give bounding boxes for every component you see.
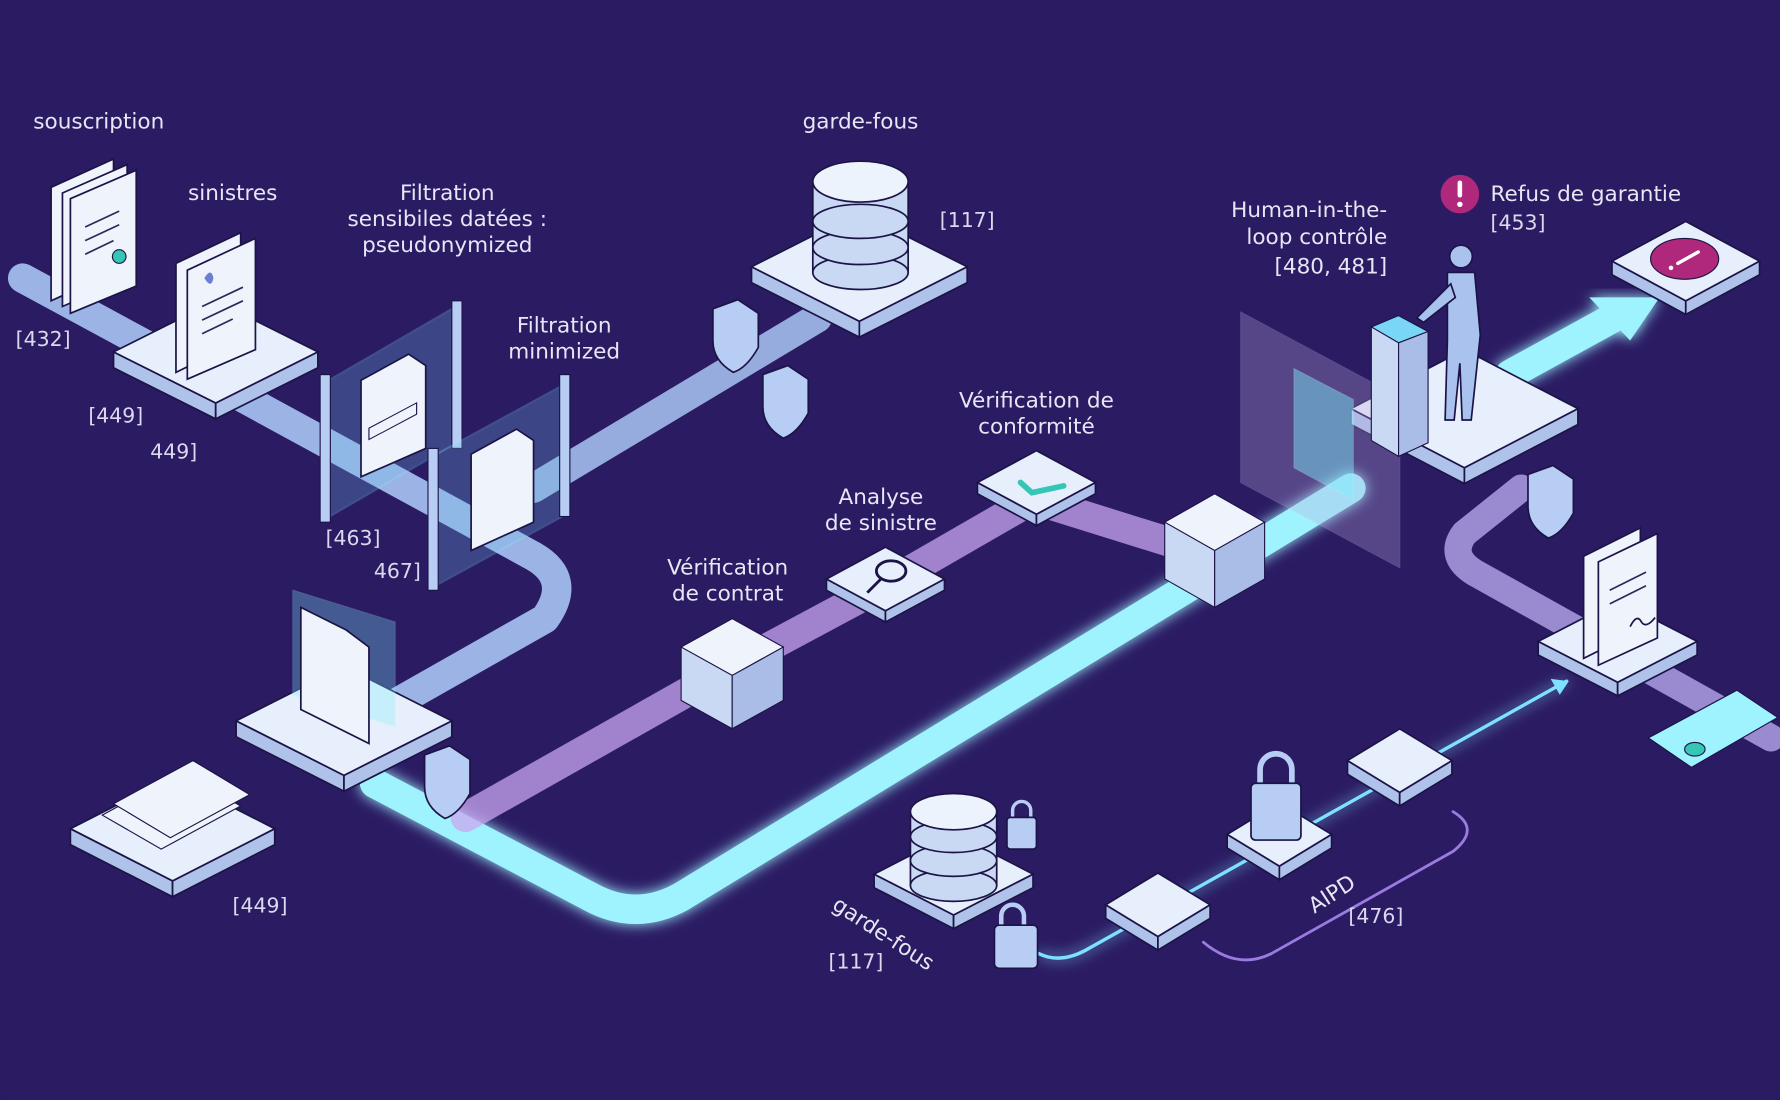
ref-117-top: [117]: [940, 208, 995, 232]
ref-117-bottom: [117]: [828, 949, 883, 973]
check-step-platform-face: [975, 449, 1098, 516]
document-stack-icon: [101, 759, 251, 850]
database-icon: [811, 160, 910, 291]
label-human-loop-1: Human-in-the-: [1231, 198, 1387, 223]
contract-cube-icon: [679, 618, 785, 730]
filter-gate-icon: [319, 300, 463, 523]
output-path: [1444, 474, 1780, 752]
label-contrat-2: de contrat: [672, 582, 783, 607]
search-icon: [866, 559, 908, 594]
shield-icon: [1527, 464, 1575, 540]
approved-document-icon: [1647, 689, 1779, 769]
ref-476: [476]: [1348, 904, 1403, 928]
security-line: [1037, 679, 1569, 960]
labels: souscription sinistres Filtration sensib…: [16, 109, 1681, 976]
label-refus: Refus de garantie: [1491, 182, 1682, 207]
label-analyse-1: Analyse: [839, 485, 924, 510]
ref-453: [453]: [1491, 210, 1546, 234]
signed-document-icon: [1582, 526, 1659, 667]
aipd-line: [1201, 810, 1469, 962]
db-security-platform-face: [1345, 727, 1454, 794]
conformity-cube-icon: [1163, 493, 1266, 609]
lock-icon: [1006, 799, 1038, 850]
label-human-loop-3: [480, 481]: [1274, 255, 1387, 280]
document-icon: [1293, 368, 1354, 501]
review-kiosk: [1370, 314, 1430, 458]
person-icon: [1415, 244, 1482, 421]
label-analyse-2: de sinistre: [825, 511, 937, 536]
refus-alert-icon: [1650, 237, 1720, 280]
shield-icon: [762, 364, 810, 440]
shield-icon: [423, 744, 471, 820]
arrow-head-icon: [1589, 297, 1660, 341]
check-step-platform: [975, 449, 1098, 528]
alert-icon: [1440, 174, 1480, 214]
human-arrow-path: [1495, 297, 1639, 390]
ref-449a: [449]: [88, 403, 143, 427]
shield-icon: [712, 298, 760, 374]
label-conformite-1: Vérification de: [959, 389, 1114, 414]
search-step-platform: [824, 546, 947, 624]
review-screen: [1240, 311, 1401, 569]
label-filtration-min-2: minimized: [508, 340, 620, 365]
label-sinistres: sinistres: [188, 181, 277, 206]
label-filtration-min-1: Filtration: [517, 314, 612, 339]
ref-449c: [449]: [233, 894, 288, 918]
document-icon: [292, 589, 396, 745]
label-filtration-pseudo-1: Filtration: [400, 181, 495, 206]
label-filtration-pseudo-2: sensibiles datées :: [348, 207, 548, 232]
filter-gate-icon: [427, 374, 571, 591]
ref-467: 467]: [374, 559, 421, 583]
db-security-platform: [1345, 727, 1454, 808]
souscription-document-icon: [50, 157, 138, 315]
database-icon: [909, 792, 998, 903]
label-filtration-pseudo-3: pseudonymized: [362, 233, 532, 258]
lock-icon: [1250, 750, 1302, 841]
label-conformite-2: conformité: [978, 415, 1095, 440]
doc-security-platform: [1104, 871, 1212, 952]
label-contrat-1: Vérification: [667, 555, 788, 580]
lock-icon: [993, 902, 1039, 970]
label-garde-fous-top: garde-fous: [803, 109, 919, 134]
intake-path: [7, 263, 572, 730]
sinistres-document-icon: [175, 231, 257, 381]
garde-fous-path: [518, 303, 833, 503]
label-human-loop-2: loop contrôle: [1246, 225, 1387, 250]
label-souscription: souscription: [33, 109, 164, 134]
search-step-platform-face: [824, 546, 947, 612]
ref-463: [463]: [326, 526, 381, 550]
main-cyan-path: [359, 473, 1366, 925]
ref-449b: 449]: [150, 440, 197, 464]
ref-432: [432]: [16, 327, 71, 351]
doc-security-platform-face: [1104, 871, 1212, 938]
arrow-head-icon: [1550, 678, 1569, 695]
checkmark-icon: [1017, 479, 1067, 496]
